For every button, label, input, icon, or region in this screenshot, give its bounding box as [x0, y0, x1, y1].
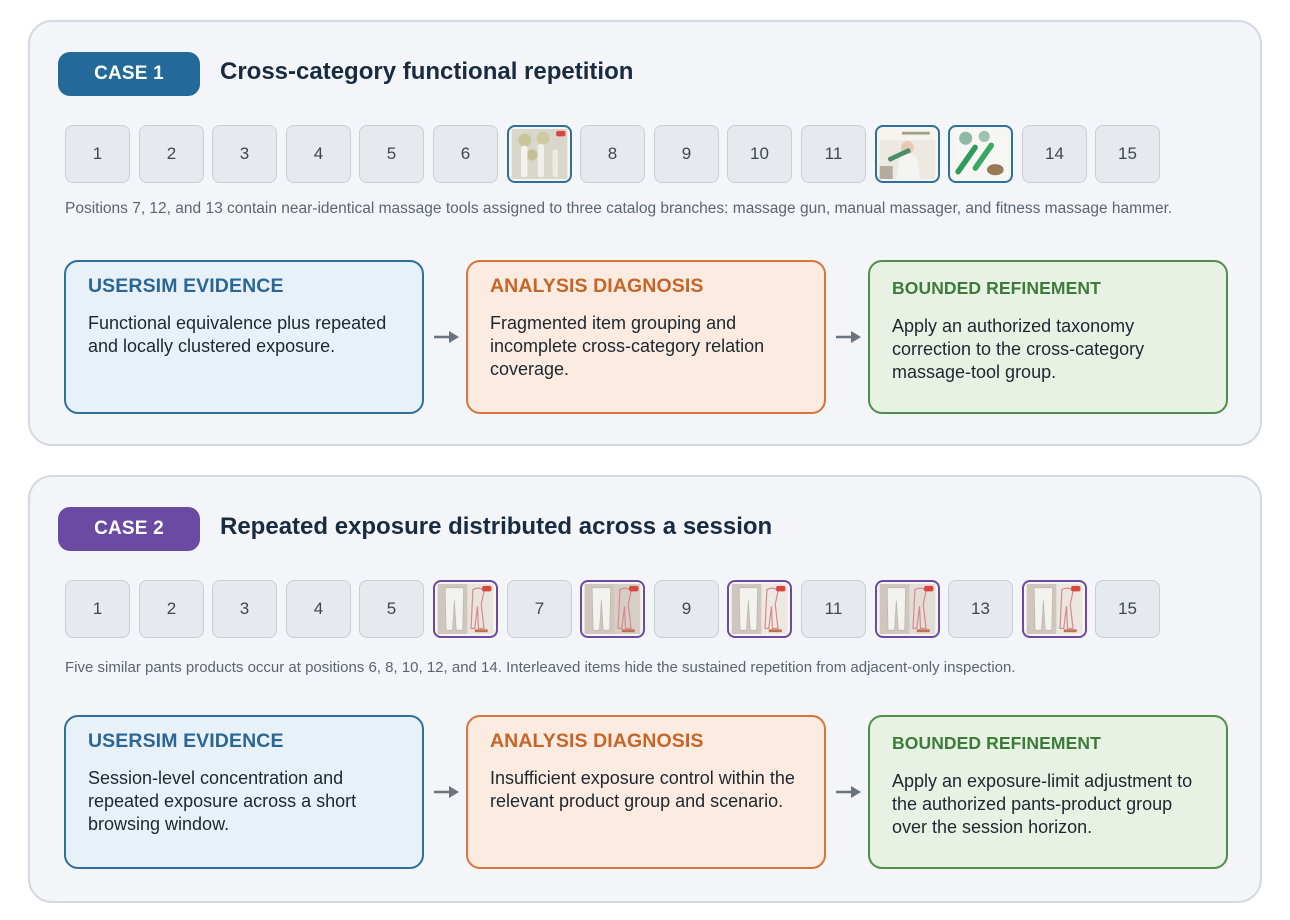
position-tile: 11	[801, 580, 866, 638]
refinement-body: Apply an authorized taxonomy correction …	[892, 316, 1145, 382]
case-badge: CASE 2	[58, 507, 200, 551]
pants-product-photo	[580, 580, 645, 638]
position-tile: 11	[801, 125, 866, 183]
diagnosis-heading: ANALYSIS DIAGNOSIS	[490, 730, 704, 752]
position-tile: 2	[139, 580, 204, 638]
refinement-heading: BOUNDED REFINEMENT	[892, 278, 1101, 298]
arrow-right-icon	[434, 786, 459, 798]
position-tile: 15	[1095, 580, 1160, 638]
position-tile: 9	[654, 125, 719, 183]
pants-product-photo	[875, 580, 940, 638]
position-tile: 6	[433, 125, 498, 183]
position-tile: 3	[212, 580, 277, 638]
evidence-body: Session-level concentration and repeated…	[88, 768, 357, 834]
usersim-evidence-box: USERSIM EVIDENCE Functional equivalence …	[64, 260, 424, 414]
evidence-heading: USERSIM EVIDENCE	[88, 275, 284, 297]
position-tile: 1	[65, 580, 130, 638]
evidence-heading: USERSIM EVIDENCE	[88, 730, 284, 752]
massage-tool-photo	[507, 125, 572, 183]
arrow-right-icon	[836, 786, 861, 798]
position-tile: 8	[580, 125, 645, 183]
position-tile: 3	[212, 125, 277, 183]
position-tile: 7	[507, 580, 572, 638]
position-tile: 2	[139, 125, 204, 183]
position-tile: 5	[359, 580, 424, 638]
evidence-body: Functional equivalence plus repeated and…	[88, 313, 387, 356]
position-tile: 10	[727, 125, 792, 183]
analysis-diagnosis-box: ANALYSIS DIAGNOSIS Fragmented item group…	[466, 260, 826, 414]
case-note: Positions 7, 12, and 13 contain near-ide…	[65, 200, 1173, 217]
position-tile: 1	[65, 125, 130, 183]
pants-product-photo	[433, 580, 498, 638]
case-badge: CASE 1	[58, 52, 200, 96]
arrow-right-icon	[434, 331, 459, 343]
bounded-refinement-box: BOUNDED REFINEMENT Apply an authorized t…	[868, 260, 1228, 414]
analysis-diagnosis-box: ANALYSIS DIAGNOSIS Insufficient exposure…	[466, 715, 826, 869]
case-1-panel: CASE 1 Cross-category functional repetit…	[28, 20, 1262, 446]
position-tile: 9	[654, 580, 719, 638]
position-tile: 13	[948, 580, 1013, 638]
pants-product-photo	[1022, 580, 1087, 638]
position-tile: 4	[286, 580, 351, 638]
diagnosis-heading: ANALYSIS DIAGNOSIS	[490, 275, 704, 297]
position-tile: 14	[1022, 125, 1087, 183]
bounded-refinement-box: BOUNDED REFINEMENT Apply an exposure-lim…	[868, 715, 1228, 869]
refinement-heading: BOUNDED REFINEMENT	[892, 733, 1101, 753]
pants-product-photo	[727, 580, 792, 638]
position-tile: 15	[1095, 125, 1160, 183]
diagnosis-body: Fragmented item grouping and incomplete …	[490, 313, 765, 379]
case-title: Repeated exposure distributed across a s…	[220, 513, 773, 540]
case-2-panel: CASE 2 Repeated exposure distributed acr…	[28, 475, 1262, 903]
arrow-right-icon	[836, 331, 861, 343]
case-note: Five similar pants products occur at pos…	[65, 659, 1016, 676]
massage-tool-photo	[875, 125, 940, 183]
massage-tool-photo	[948, 125, 1013, 183]
refinement-body: Apply an exposure-limit adjustment to th…	[892, 771, 1193, 837]
position-tile: 4	[286, 125, 351, 183]
diagnosis-body: Insufficient exposure control within the…	[490, 768, 795, 811]
usersim-evidence-box: USERSIM EVIDENCE Session-level concentra…	[64, 715, 424, 869]
position-tile: 5	[359, 125, 424, 183]
case-title: Cross-category functional repetition	[220, 58, 634, 85]
